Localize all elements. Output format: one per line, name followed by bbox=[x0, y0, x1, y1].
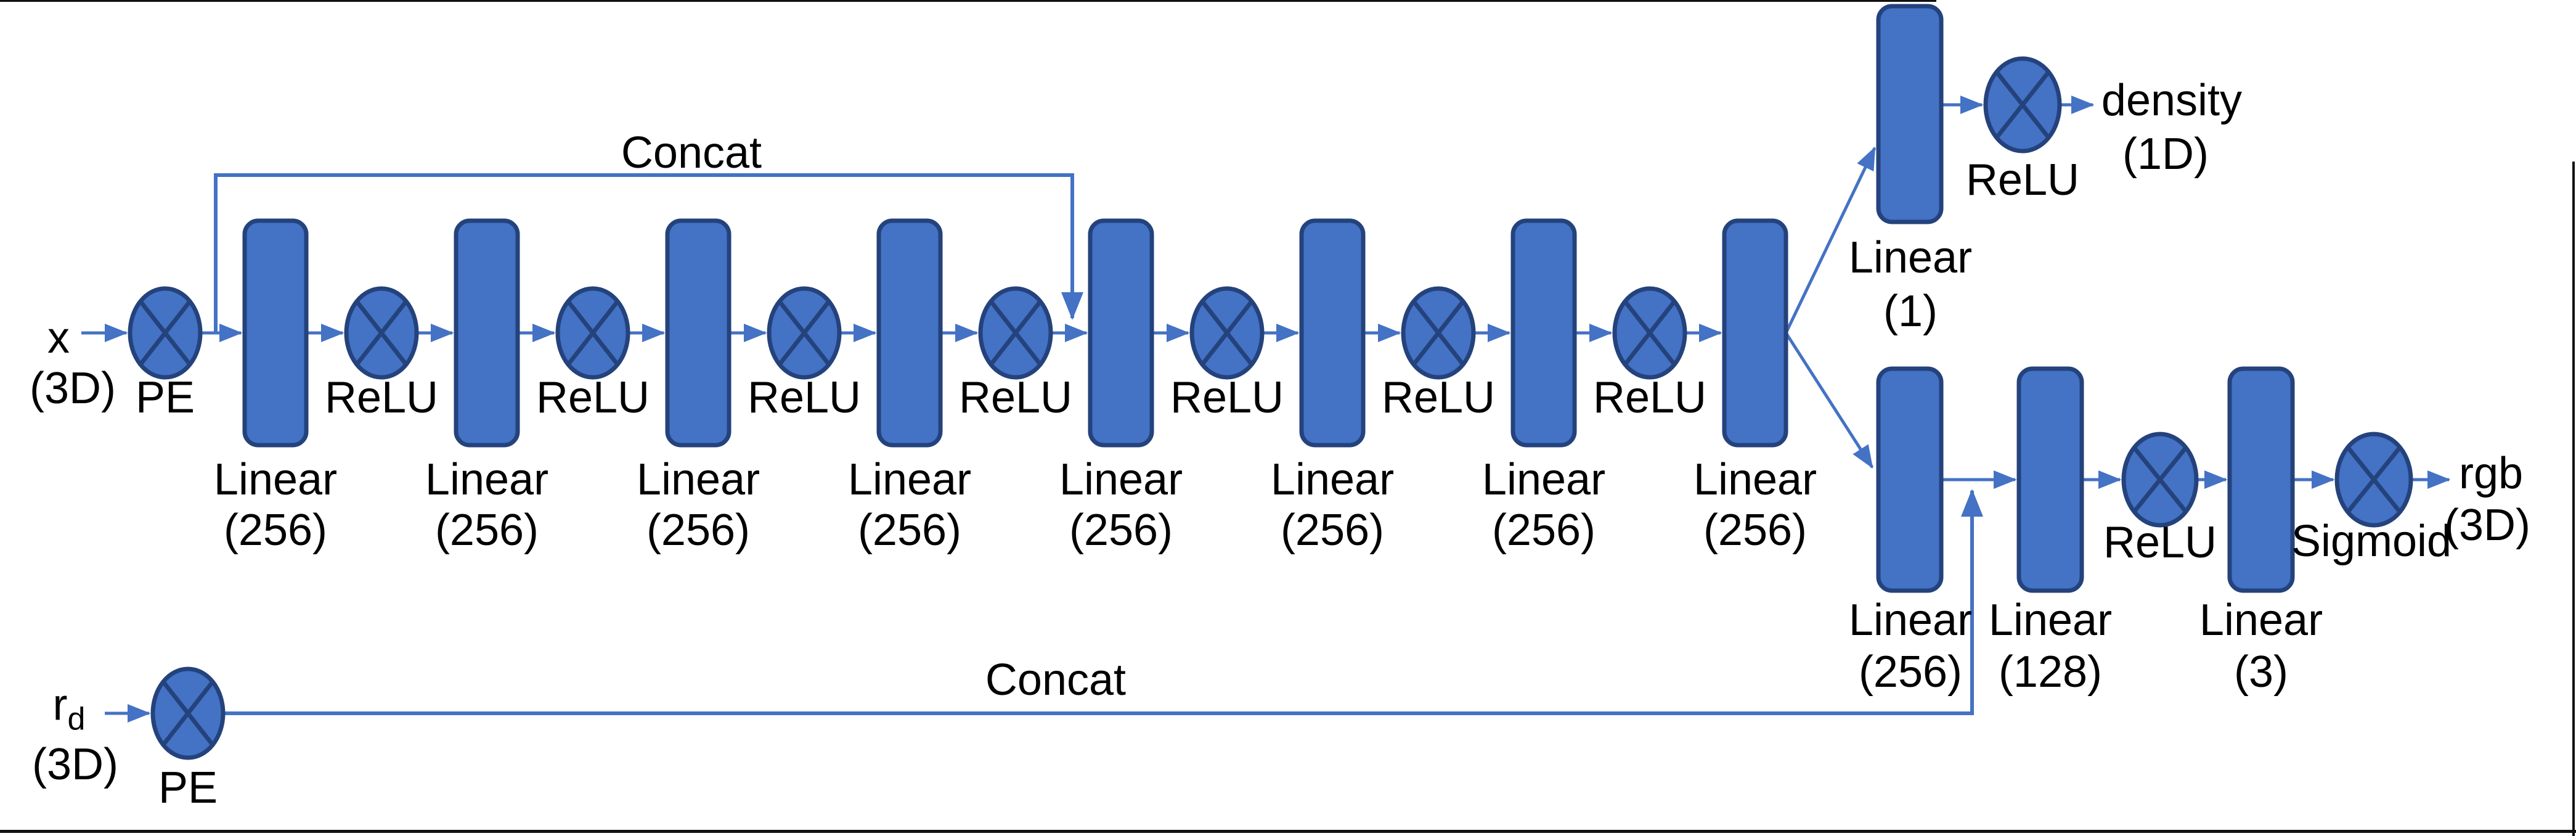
input-rd-label: rd bbox=[53, 683, 86, 736]
input-x-label: x bbox=[47, 313, 70, 363]
linear-size-label-2: (256) bbox=[434, 506, 539, 555]
relu-op-icon-1 bbox=[344, 286, 419, 380]
linear-size-label-3: (256) bbox=[646, 506, 751, 555]
linear-label-7: Linear bbox=[1482, 455, 1606, 504]
density-linear-size-label: (1) bbox=[1883, 287, 1938, 336]
relu-label-7: ReLU bbox=[1592, 373, 1707, 422]
linear-label-5: Linear bbox=[1059, 455, 1183, 504]
pe-x-op-icon bbox=[128, 286, 203, 380]
arrow-split-to-density-head bbox=[1784, 146, 1877, 334]
rgb-linear-label-1: Linear bbox=[1848, 596, 1973, 645]
input-rd-subscript: d bbox=[67, 701, 86, 737]
linear-layer-box-7 bbox=[1510, 218, 1577, 448]
rgb-output-label: rgb bbox=[2458, 449, 2524, 498]
relu-label-3: ReLU bbox=[747, 373, 862, 422]
arrow-split-to-rgb-head bbox=[1784, 332, 1874, 469]
relu-op-icon-3 bbox=[767, 286, 842, 380]
linear-size-label-5: (256) bbox=[1069, 506, 1173, 555]
rgb-linear-label-3: Linear bbox=[2199, 596, 2323, 645]
rgb-linear-box-3 bbox=[2227, 366, 2295, 593]
linear-size-label-7: (256) bbox=[1491, 506, 1596, 555]
relu-op-icon-5 bbox=[1189, 286, 1265, 380]
relu-label-5: ReLU bbox=[1170, 373, 1284, 422]
rd-pe-op-icon bbox=[150, 666, 226, 760]
relu-op-icon-7 bbox=[1612, 286, 1687, 380]
frame-bottom-line bbox=[0, 830, 2576, 833]
rgb-linear-size-label-1: (256) bbox=[1858, 647, 1963, 697]
linear-label-3: Linear bbox=[636, 455, 760, 504]
rgb-linear-label-2: Linear bbox=[1988, 596, 2113, 645]
relu-label-1: ReLU bbox=[324, 373, 439, 422]
concat-skip-bottom-line bbox=[224, 489, 1983, 715]
density-output-dim-label: (1D) bbox=[2122, 129, 2209, 179]
rgb-relu-label: ReLU bbox=[2103, 518, 2217, 567]
frame-right-line bbox=[2572, 162, 2575, 836]
pe-x-label: PE bbox=[135, 373, 195, 422]
relu-label-2: ReLU bbox=[536, 373, 650, 422]
linear-label-6: Linear bbox=[1270, 455, 1395, 504]
linear-label-8: Linear bbox=[1693, 455, 1817, 504]
pe-rd-label: PE bbox=[158, 763, 218, 813]
concat-bottom-label: Concat bbox=[985, 655, 1127, 705]
density-linear-label: Linear bbox=[1848, 233, 1973, 282]
linear-size-label-6: (256) bbox=[1280, 506, 1385, 555]
relu-label-6: ReLU bbox=[1381, 373, 1496, 422]
rgb-output-dim-label: (3D) bbox=[2444, 501, 2530, 550]
relu-op-icon-4 bbox=[978, 286, 1053, 380]
density-relu-op-icon bbox=[1983, 56, 2062, 154]
linear-layer-box-3 bbox=[665, 218, 732, 448]
linear-size-label-8: (256) bbox=[1703, 506, 1808, 555]
linear-layer-box-1 bbox=[242, 218, 309, 448]
rgb-linear-box-2 bbox=[2016, 366, 2084, 593]
relu-label-4: ReLU bbox=[958, 373, 1073, 422]
rgb-relu-op-icon bbox=[2121, 432, 2199, 528]
linear-layer-box-6 bbox=[1299, 218, 1366, 448]
relu-op-icon-6 bbox=[1401, 286, 1476, 380]
linear-size-label-1: (256) bbox=[223, 506, 328, 555]
linear-size-label-4: (256) bbox=[857, 506, 962, 555]
linear-layer-box-5 bbox=[1088, 218, 1154, 448]
relu-op-icon-2 bbox=[555, 286, 630, 380]
linear-label-2: Linear bbox=[425, 455, 549, 504]
input-x-dim-label: (3D) bbox=[30, 364, 116, 413]
concat-top-label: Concat bbox=[621, 128, 762, 178]
density-linear-box bbox=[1876, 4, 1944, 224]
rgb-linear-size-label-3: (3) bbox=[2234, 647, 2288, 697]
concat-skip-top-line bbox=[214, 173, 1083, 333]
frame-top-line bbox=[0, 0, 1936, 2]
input-rd-symbol: r bbox=[52, 680, 68, 730]
density-relu-label: ReLU bbox=[1965, 155, 2080, 205]
linear-label-1: Linear bbox=[213, 455, 338, 504]
linear-layer-box-8 bbox=[1722, 218, 1788, 448]
linear-label-4: Linear bbox=[847, 455, 972, 504]
density-output-label: density bbox=[2101, 76, 2243, 125]
linear-layer-box-4 bbox=[876, 218, 943, 448]
sigmoid-label: Sigmoid bbox=[2291, 517, 2452, 566]
sigmoid-op-icon bbox=[2334, 432, 2413, 528]
linear-layer-box-2 bbox=[454, 218, 520, 448]
input-rd-dim-label: (3D) bbox=[32, 740, 118, 789]
rgb-linear-box-1 bbox=[1876, 366, 1944, 593]
rgb-linear-size-label-2: (128) bbox=[1998, 647, 2103, 697]
